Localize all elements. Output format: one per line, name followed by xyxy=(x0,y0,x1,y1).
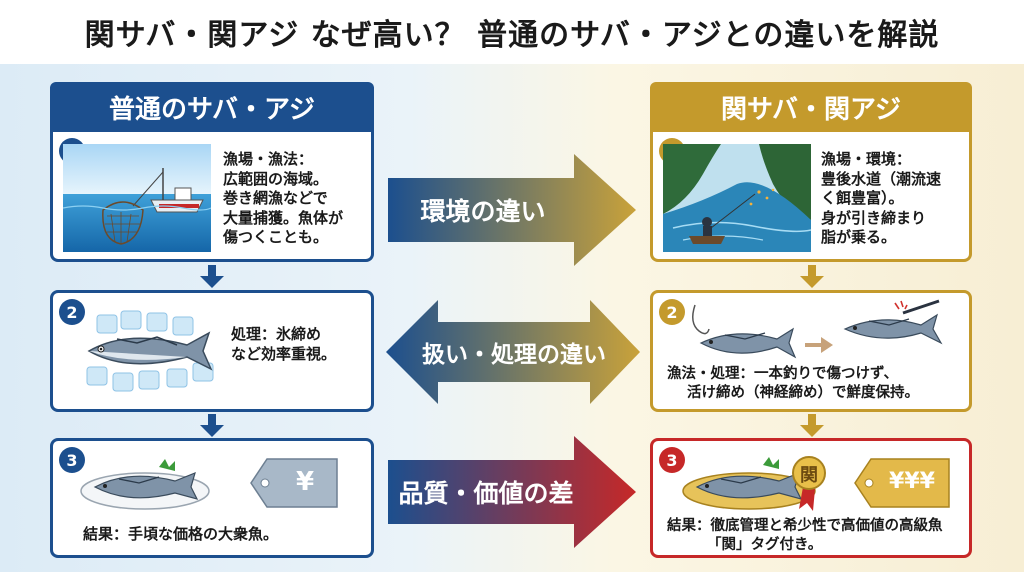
down-arrow-icon xyxy=(800,425,824,437)
iced-fish-illustration xyxy=(86,310,214,392)
left-card-2-text: 処理：氷締め など効率重視。 xyxy=(231,325,371,364)
left-card-3-text: 結果：手頃な価格の大衆魚。 xyxy=(83,525,373,545)
down-arrow-icon xyxy=(800,276,824,288)
right-card-3-text: 結果：徹底管理と希少性で高価値の高級魚 「関」タグ付き。 xyxy=(667,517,971,555)
page-title: 関サバ・関アジ なぜ高い？ 普通のサバ・アジとの違いを解説 xyxy=(84,18,940,53)
down-arrow-stem xyxy=(808,414,816,426)
left-column-header: 普通のサバ・アジ xyxy=(50,82,374,132)
down-arrow-icon xyxy=(200,276,224,288)
price-tag-symbol: ¥ xyxy=(295,467,315,497)
price-tag-symbol: ¥¥¥ xyxy=(889,469,935,494)
card-line: など効率重視。 xyxy=(231,344,337,363)
left-card-1-text: 漁場・漁法： 広範囲の海域。 巻き網漁などで 大量捕獲。魚体が 傷つくことも。 xyxy=(223,150,371,248)
left-card-3: 3 ¥ 結果：手頃な価格の大衆魚。 xyxy=(50,438,374,558)
card-line: 「関」タグ付き。 xyxy=(707,536,823,553)
card-line: 巻き網漁などで xyxy=(223,189,328,207)
right-card-2-text: 漁法・処理：一本釣りで傷つけず、 活け締め（神経締め）で鮮度保持。 xyxy=(667,365,967,403)
price-tag-icon xyxy=(250,458,338,508)
card-line: 傷つくことも。 xyxy=(223,228,329,246)
card-line: 活け締め（神経締め）で鮮度保持。 xyxy=(687,384,919,401)
card-line: く餌豊富）。 xyxy=(821,189,904,207)
down-arrow-stem xyxy=(208,265,216,277)
card-line: 広範囲の海域。 xyxy=(223,169,329,188)
down-arrow-icon xyxy=(200,425,224,437)
premium-fish-plate-illustration xyxy=(682,456,826,511)
card-line: 結果：手頃な価格の大衆魚。 xyxy=(83,525,279,543)
card-line: 漁法・処理：一本釣りで傷つけず、 xyxy=(667,366,898,382)
seki-badge-icon: 関 xyxy=(800,465,818,486)
down-arrow-stem xyxy=(208,414,216,426)
value-arrow xyxy=(388,436,636,548)
step-number: 3 xyxy=(59,447,85,473)
right-card-2: 2 漁法・処理：一本釣りで傷つけず、 活け締め（神経締め）で鮮度保持。 xyxy=(650,290,972,412)
right-card-1: 1 漁場・環境： 豊後水道（潮流速 く餌豊富）。 身が引き締まり 脂が乗る。 xyxy=(650,132,972,262)
handling-arrow xyxy=(386,300,640,404)
step-number: 2 xyxy=(59,299,85,325)
right-card-1-text: 漁場・環境： 豊後水道（潮流速 く餌豊富）。 身が引き締まり 脂が乗る。 xyxy=(821,150,971,248)
down-arrow-stem xyxy=(808,265,816,277)
price-tag-icon xyxy=(854,458,950,508)
card-line: 大量捕獲。魚体が xyxy=(223,208,344,227)
handling-difference-label: 扱い・処理の違い xyxy=(422,342,606,368)
card-heading: 漁場・環境： xyxy=(821,150,912,168)
right-card-3: 3 関 ¥¥¥ 結果：徹底管理と希少性で高価値の高級魚 「関」タグ付き。 xyxy=(650,438,972,558)
strait-fishing-illustration xyxy=(663,144,811,252)
right-column-header: 関サバ・関アジ xyxy=(650,82,972,132)
card-line: 身が引き締まり xyxy=(821,208,927,227)
card-line: 結果：徹底管理と希少性で高価値の高級魚 xyxy=(667,518,943,534)
step-number: 2 xyxy=(659,299,685,325)
step-number: 3 xyxy=(659,447,685,473)
title-bar: 関サバ・関アジ なぜ高い？ 普通のサバ・アジとの違いを解説 xyxy=(0,0,1024,64)
card-heading: 漁場・漁法： xyxy=(223,150,314,168)
card-line: 脂が乗る。 xyxy=(821,228,897,246)
card-line: 処理：氷締め xyxy=(231,325,322,343)
line-caught-fish-illustration xyxy=(692,299,943,359)
environment-difference-label: 環境の違い xyxy=(420,197,546,226)
left-card-1: 1 漁場・漁法： 広範囲の海域。 巻き網漁などで 大量捕獲。魚体が 傷つくことも… xyxy=(50,132,374,262)
environment-arrow xyxy=(388,154,636,266)
fishing-boat-net-illustration xyxy=(63,144,211,252)
card-line: 豊後水道（潮流速 xyxy=(821,169,942,188)
value-difference-label: 品質・価値の差 xyxy=(398,479,574,508)
left-card-2: 2 処理：氷締め など効率重視。 xyxy=(50,290,374,412)
fish-plate-illustration xyxy=(80,459,210,510)
